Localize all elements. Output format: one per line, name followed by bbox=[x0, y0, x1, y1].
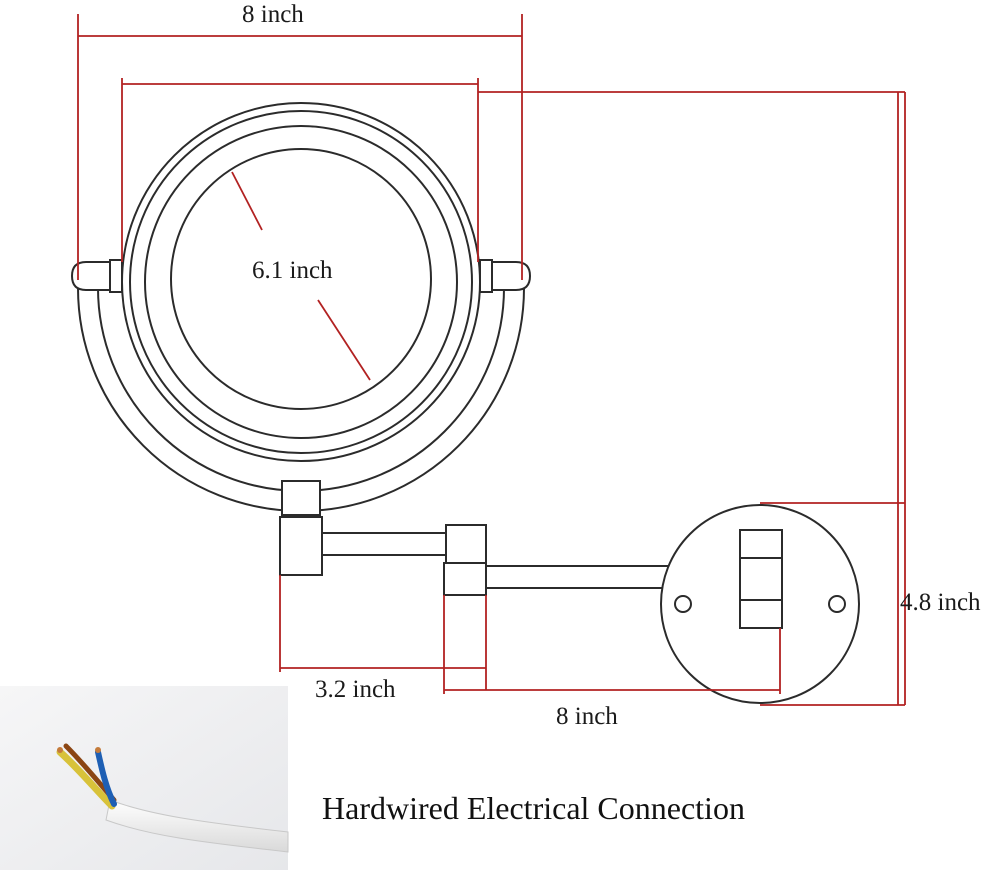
label-mirror-diameter: 6.1 inch bbox=[252, 257, 333, 284]
cable-photo bbox=[0, 686, 289, 870]
mirror-outline bbox=[70, 102, 860, 704]
label-overall-width: 8 inch bbox=[242, 1, 304, 28]
screw-hole-right bbox=[828, 595, 846, 613]
label-arm-short: 3.2 inch bbox=[315, 676, 396, 703]
wall-bracket-top bbox=[739, 529, 783, 559]
mirror-glass bbox=[170, 148, 432, 410]
middle-joint-upper bbox=[445, 524, 487, 564]
label-base-height: 4.8 inch bbox=[900, 589, 981, 616]
mirror-ring-3 bbox=[144, 125, 458, 439]
right-pivot-collar bbox=[479, 259, 493, 293]
wire-blue bbox=[95, 749, 117, 807]
caption-hardwired: Hardwired Electrical Connection bbox=[322, 790, 745, 826]
mirror-ring-2 bbox=[129, 110, 473, 454]
wire-yellow-green bbox=[56, 748, 116, 810]
screw-hole-left bbox=[674, 595, 692, 613]
mirror-yoke bbox=[77, 287, 525, 512]
elbow-block bbox=[279, 516, 323, 576]
wall-bracket-bottom bbox=[739, 599, 783, 629]
dimension-lines bbox=[77, 14, 906, 706]
middle-joint-lower bbox=[443, 562, 487, 596]
wall-bracket-mid bbox=[739, 557, 783, 601]
short-arm bbox=[321, 532, 447, 556]
left-pivot-collar bbox=[109, 259, 123, 293]
cable-sheath bbox=[105, 799, 289, 853]
label-arm-long: 8 inch bbox=[556, 703, 618, 730]
left-pivot-knob bbox=[70, 261, 121, 291]
neck-block bbox=[281, 480, 321, 516]
